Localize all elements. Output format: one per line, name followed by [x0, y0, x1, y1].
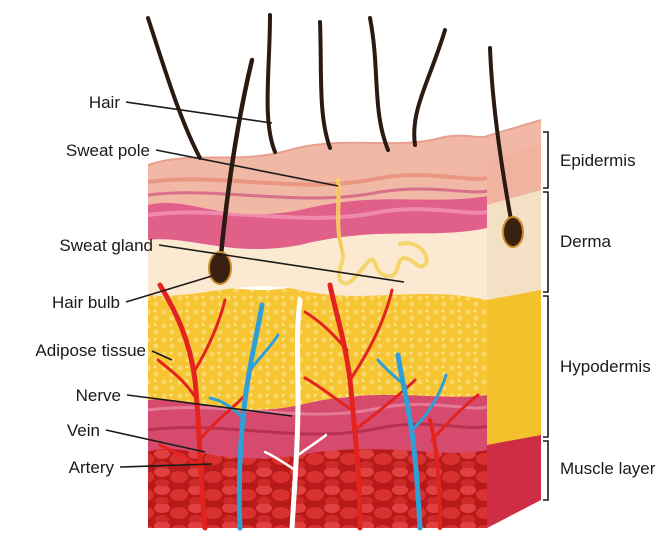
label-hypodermis: Hypodermis: [560, 357, 651, 376]
derma-layer: [148, 192, 487, 300]
label-vein: Vein: [67, 421, 100, 440]
label-sweat-gland: Sweat gland: [59, 236, 153, 255]
hypodermis-layer: [148, 281, 487, 410]
label-hair: Hair: [89, 93, 121, 112]
skin-block-side-face: [487, 142, 541, 528]
label-nerve: Nerve: [76, 386, 121, 405]
label-adipose-tissue: Adipose tissue: [35, 341, 146, 360]
label-artery: Artery: [69, 458, 115, 477]
layer-brackets: [543, 132, 548, 500]
label-epidermis: Epidermis: [560, 151, 636, 170]
label-sweat-pole: Sweat pole: [66, 141, 150, 160]
label-derma: Derma: [560, 232, 612, 251]
label-muscle-layer: Muscle layer: [560, 459, 656, 478]
label-hair-bulb: Hair bulb: [52, 293, 120, 312]
